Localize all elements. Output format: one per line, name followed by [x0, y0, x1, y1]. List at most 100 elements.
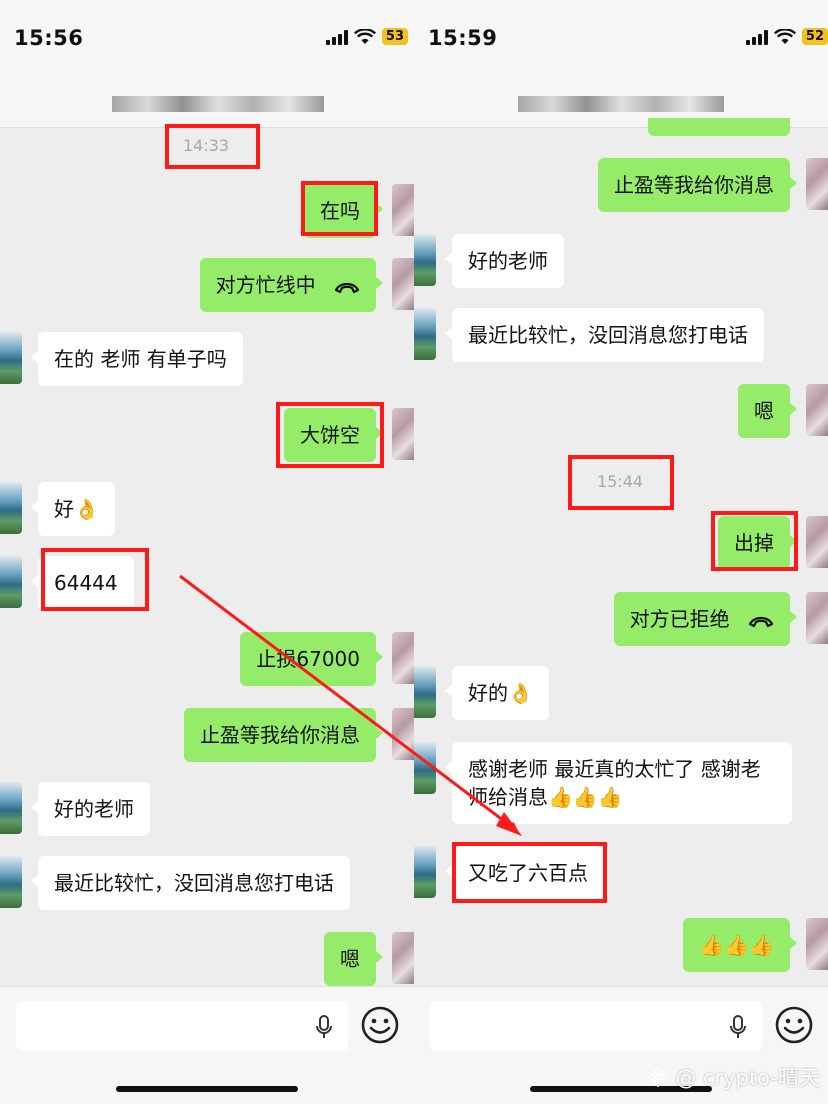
- chat-header: [0, 72, 414, 128]
- message-bubble-partial: [648, 118, 790, 136]
- message-bubble[interactable]: 止盈等我给你消息: [598, 158, 797, 212]
- avatar[interactable]: [392, 184, 414, 236]
- avatar[interactable]: [806, 384, 828, 436]
- message-bubble[interactable]: 最近比较忙，没回消息您打电话: [31, 856, 350, 910]
- message-row: 在的 老师 有单子吗: [0, 332, 414, 386]
- status-icons: 52: [745, 28, 828, 45]
- avatar[interactable]: [0, 482, 22, 534]
- avatar[interactable]: [806, 516, 828, 568]
- message-bubble[interactable]: 好的👌: [445, 666, 549, 720]
- message-row: 👍👍👍: [414, 918, 828, 972]
- status-bar: 15:56 53: [0, 0, 414, 72]
- message-bubble[interactable]: 嗯: [738, 384, 797, 438]
- mic-icon[interactable]: [730, 1015, 746, 1039]
- home-indicator: [116, 1086, 298, 1092]
- message-row: 对方已拒绝: [414, 592, 828, 646]
- message-row: 好的老师: [0, 782, 414, 836]
- message-row: 最近比较忙，没回消息您打电话: [0, 856, 414, 910]
- message-row: 在吗: [0, 184, 414, 238]
- message-list[interactable]: 14:33 在吗 对方忙线中 在的 老师 有单子吗 大饼空 好👌 6: [0, 128, 414, 986]
- avatar[interactable]: [414, 742, 436, 794]
- status-bar: 15:59 52: [414, 0, 828, 72]
- message-row: 64444: [0, 556, 414, 610]
- message-bubble[interactable]: 好的老师: [31, 782, 150, 836]
- message-row: 好的👌: [414, 666, 828, 720]
- watermark: @ crypto-晴天: [647, 1062, 820, 1092]
- home-indicator: [530, 1086, 712, 1092]
- avatar[interactable]: [0, 332, 22, 384]
- wifi-icon: [353, 28, 376, 44]
- call-status-bubble[interactable]: 对方已拒绝: [613, 592, 798, 646]
- message-bubble[interactable]: 好👌: [31, 482, 115, 536]
- message-row: 感谢老师 最近真的太忙了 感谢老师给消息👍👍👍: [414, 742, 828, 824]
- message-bubble[interactable]: 在的 老师 有单子吗: [31, 332, 243, 386]
- message-timestamp: 14:33: [182, 136, 230, 155]
- hangup-icon: [334, 282, 360, 293]
- message-row: 止盈等我给你消息: [0, 708, 414, 762]
- message-input[interactable]: [430, 1001, 762, 1051]
- message-row: 最近比较忙，没回消息您打电话: [414, 308, 828, 362]
- message-bubble[interactable]: 大饼空: [284, 408, 383, 462]
- emoji-icon[interactable]: [774, 1005, 814, 1045]
- avatar[interactable]: [806, 918, 828, 970]
- binance-logo-icon: [648, 1066, 669, 1088]
- avatar[interactable]: [414, 308, 436, 360]
- avatar[interactable]: [0, 782, 22, 834]
- message-list[interactable]: 止盈等我给你消息 好的老师 最近比较忙，没回消息您打电话 嗯 15:44 出掉 …: [414, 118, 828, 986]
- message-row: 好👌: [0, 482, 414, 536]
- blurred-contact-name: [112, 96, 324, 112]
- message-row: 嗯: [414, 384, 828, 438]
- message-bubble[interactable]: 最近比较忙，没回消息您打电话: [445, 308, 764, 362]
- message-row: 止损67000: [0, 632, 414, 686]
- avatar[interactable]: [414, 846, 436, 898]
- battery-indicator: 52: [801, 28, 828, 45]
- avatar[interactable]: [0, 556, 22, 608]
- avatar[interactable]: [392, 632, 414, 684]
- avatar[interactable]: [392, 408, 414, 460]
- wifi-icon: [773, 28, 796, 44]
- input-bar: [414, 986, 828, 1104]
- hangup-icon: [748, 616, 774, 627]
- avatar[interactable]: [414, 666, 436, 718]
- avatar[interactable]: [392, 932, 414, 984]
- avatar[interactable]: [0, 856, 22, 908]
- message-bubble[interactable]: 止盈等我给你消息: [184, 708, 383, 762]
- message-row: 对方忙线中: [0, 258, 414, 312]
- call-status-bubble[interactable]: 对方忙线中: [199, 258, 384, 312]
- message-bubble[interactable]: 在吗: [304, 184, 383, 238]
- call-status-text: 对方忙线中: [215, 273, 316, 297]
- message-bubble[interactable]: 出掉: [718, 516, 797, 570]
- message-bubble[interactable]: 好的老师: [445, 234, 564, 288]
- message-row: 又吃了六百点: [414, 846, 828, 900]
- message-row: 大饼空: [0, 408, 414, 462]
- status-icons: 53: [325, 28, 408, 45]
- call-status-text: 对方已拒绝: [629, 607, 730, 631]
- message-row: 止盈等我给你消息: [414, 158, 828, 212]
- message-row: 出掉: [414, 516, 828, 570]
- avatar[interactable]: [392, 708, 414, 760]
- avatar[interactable]: [806, 592, 828, 644]
- status-time: 15:59: [428, 26, 498, 50]
- signal-icon: [325, 29, 348, 45]
- message-bubble[interactable]: 👍👍👍: [683, 918, 797, 972]
- message-bubble[interactable]: 止损67000: [240, 632, 383, 686]
- message-timestamp: 15:44: [596, 472, 644, 491]
- avatar[interactable]: [414, 234, 436, 286]
- watermark-text: @ crypto-晴天: [675, 1066, 820, 1090]
- blurred-contact-name: [518, 96, 724, 112]
- message-bubble[interactable]: 感谢老师 最近真的太忙了 感谢老师给消息👍👍👍: [445, 742, 792, 824]
- message-bubble[interactable]: 嗯: [324, 932, 383, 986]
- status-time: 15:56: [14, 26, 84, 50]
- battery-indicator: 53: [381, 28, 408, 45]
- avatar[interactable]: [392, 258, 414, 310]
- right-screenshot: 15:59 52 止盈等我给你消息 好的老师 最近比较忙，没回消息您打电话 嗯 …: [414, 0, 828, 1104]
- message-row: 好的老师: [414, 234, 828, 288]
- message-bubble[interactable]: 64444: [31, 556, 134, 610]
- signal-icon: [745, 29, 768, 45]
- message-bubble[interactable]: 又吃了六百点: [445, 846, 604, 900]
- message-input[interactable]: [16, 1001, 348, 1051]
- left-screenshot: 15:56 53 14:33 在吗 对方忙线中 在的 老师 有单子吗 大饼空: [0, 0, 414, 1092]
- emoji-icon[interactable]: [360, 1005, 400, 1045]
- avatar[interactable]: [806, 158, 828, 210]
- mic-icon[interactable]: [316, 1015, 332, 1039]
